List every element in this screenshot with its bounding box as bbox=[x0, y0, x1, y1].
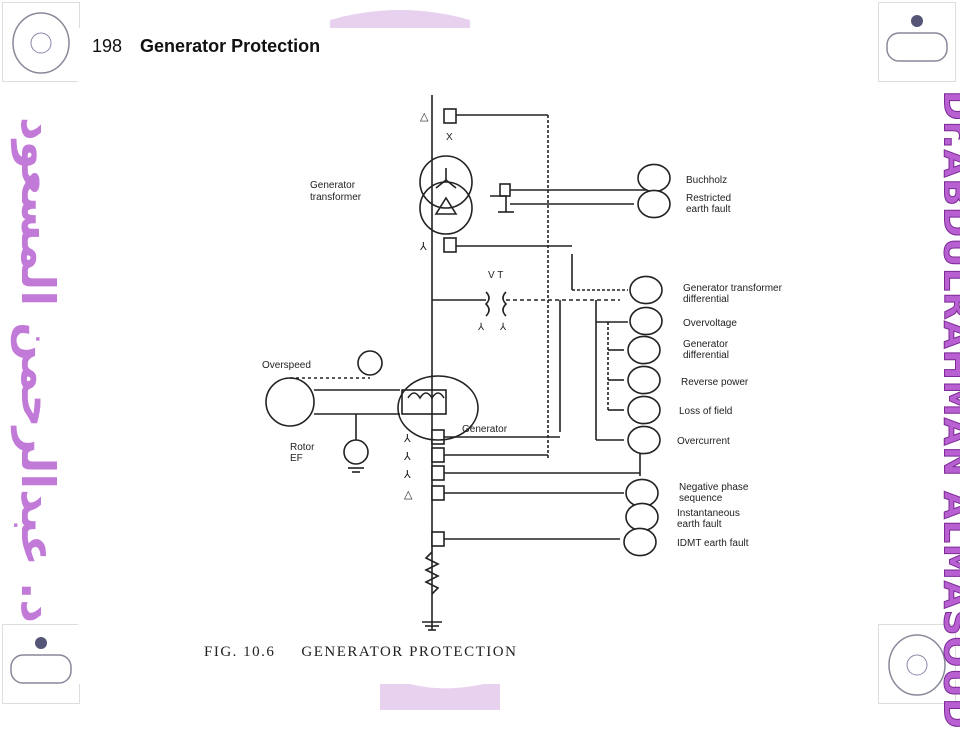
relay-gen-diff-label: Generator bbox=[683, 339, 729, 350]
relay-gt-diff-label: differential bbox=[683, 294, 729, 305]
relay-gen-diff-icon bbox=[628, 336, 660, 363]
relay-buchholz-label: Buchholz bbox=[686, 175, 727, 186]
relay-inst-ef-icon bbox=[626, 503, 658, 530]
figure-number: FIG. 10.6 bbox=[204, 644, 275, 660]
relay-loss-of-field-icon bbox=[628, 396, 660, 423]
relay-loss-of-field-label: Loss of field bbox=[679, 406, 732, 417]
relay-overcurrent-icon bbox=[628, 426, 660, 453]
relay-reverse-power-label: Reverse power bbox=[681, 377, 749, 388]
generator-transformer-label: transformer bbox=[310, 192, 362, 203]
relay-ref-icon bbox=[638, 190, 670, 217]
relay-idmt-ef-label: IDMT earth fault bbox=[677, 538, 749, 549]
delta-symbol: △ bbox=[404, 489, 413, 501]
star-symbol: ⅄ bbox=[403, 451, 411, 463]
rotor-ef-label: Rotor bbox=[290, 442, 315, 453]
rotor-ef-label: EF bbox=[290, 453, 303, 464]
figure-title: GENERATOR PROTECTION bbox=[301, 644, 517, 660]
relay-gen-diff-label: differential bbox=[683, 350, 729, 361]
relay-nps-label: sequence bbox=[679, 493, 723, 504]
cross-symbol: X bbox=[446, 132, 453, 143]
star-symbol: ⅄ bbox=[403, 469, 411, 481]
relay-ref-label: Restricted bbox=[686, 193, 731, 204]
figure-caption: FIG. 10.6 GENERATOR PROTECTION bbox=[204, 644, 517, 661]
relay-overcurrent-label: Overcurrent bbox=[677, 436, 730, 447]
star-symbol: ⅄ bbox=[477, 322, 485, 333]
relay-overvoltage-icon bbox=[630, 307, 662, 334]
relay-nps-label: Negative phase bbox=[679, 482, 749, 493]
relay-ref-label: earth fault bbox=[686, 204, 731, 215]
generator-label: Generator bbox=[462, 424, 508, 435]
overspeed-label: Overspeed bbox=[262, 360, 311, 371]
relay-nps-icon bbox=[626, 479, 658, 506]
relay-inst-ef-label: Instantaneous bbox=[677, 508, 740, 519]
relay-gt-diff-label: Generator transformer bbox=[683, 283, 783, 294]
relay-overvoltage-label: Overvoltage bbox=[683, 318, 737, 329]
star-symbol: ⅄ bbox=[419, 241, 427, 253]
relay-reverse-power-icon bbox=[628, 366, 660, 393]
star-symbol: ⅄ bbox=[403, 433, 411, 445]
vt-label: V T bbox=[488, 270, 503, 281]
delta-symbol: △ bbox=[420, 111, 429, 123]
relay-buchholz-icon bbox=[638, 164, 670, 191]
relay-inst-ef-label: earth fault bbox=[677, 519, 722, 530]
relay-idmt-ef-icon bbox=[624, 528, 656, 555]
star-symbol: ⅄ bbox=[499, 322, 507, 333]
relay-gt-diff-icon bbox=[630, 276, 662, 303]
generator-transformer-label: Generator bbox=[310, 180, 356, 191]
